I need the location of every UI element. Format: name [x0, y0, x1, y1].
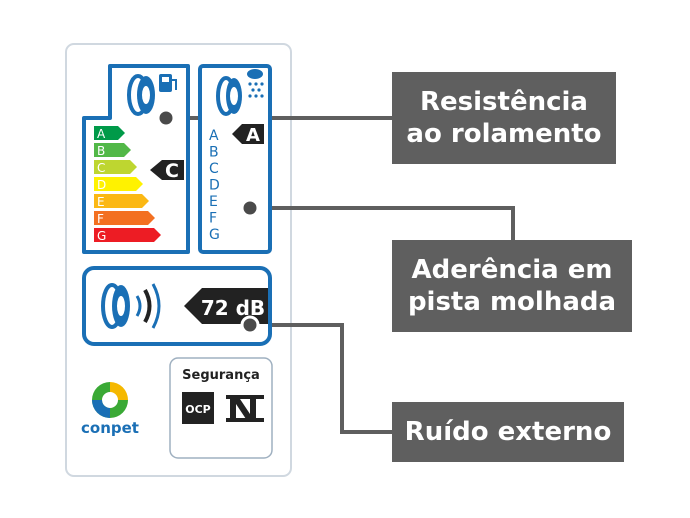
ocp-text: OCP: [185, 403, 211, 416]
callout-noise: Ruído externo: [392, 402, 624, 462]
inmetro-icon: [226, 392, 264, 424]
callout-rolling-resistance: Resistência ao rolamento: [392, 72, 616, 164]
energy-bar-label: F: [97, 212, 104, 226]
energy-bar-label: E: [97, 195, 105, 209]
energy-bar-label: D: [97, 178, 106, 192]
callout-wet-grip: Aderência em pista molhada: [392, 240, 632, 332]
callout-wet-line1: Aderência em: [411, 255, 613, 285]
energy-bar-label: G: [97, 229, 106, 243]
callout-noise-text: Ruído externo: [404, 417, 612, 447]
energy-bar-a: [94, 126, 125, 140]
conpet-logo-icon: [92, 382, 128, 418]
safety-title: Segurança: [182, 368, 260, 383]
wet-rating-indicator: A: [232, 124, 264, 146]
energy-bar-d: [94, 177, 143, 191]
safety-box: Segurança OCP: [169, 357, 273, 459]
tire-fuel-icon: [127, 74, 177, 116]
callout-rolling-line1: Resistência: [420, 87, 588, 117]
ocp-badge: [182, 392, 214, 424]
energy-bar-f: [94, 211, 155, 225]
tire-noise-icon: [101, 283, 161, 329]
energy-bar-label: A: [97, 127, 106, 141]
connector-dots: [156, 108, 260, 335]
conpet-wordmark: conpet: [81, 419, 139, 437]
wet-grip-letter: D: [209, 178, 220, 194]
callout-wet-line2: pista molhada: [407, 287, 617, 317]
energy-bar-e: [94, 194, 149, 208]
noise-panel: 72 dB: [82, 266, 272, 346]
noise-value: 72 dB: [201, 296, 265, 320]
noise-value-arrow: [184, 288, 268, 324]
energy-bar-g: [94, 228, 161, 242]
callout-rolling-line2: ao rolamento: [406, 119, 602, 149]
wet-rating-letter: A: [246, 125, 260, 146]
wet-grip-letter: C: [209, 161, 219, 177]
energy-bar-label: B: [97, 144, 105, 158]
energy-bar-b: [94, 143, 131, 157]
energy-rating-indicator: C: [150, 160, 184, 182]
wet-grip-letter: A: [209, 128, 219, 144]
energy-rating-letter: C: [165, 160, 179, 182]
energy-bar-label: C: [97, 161, 105, 175]
wet-grip-letter: G: [209, 227, 220, 243]
tire-rain-icon: [216, 69, 264, 116]
wet-grip-letter: B: [209, 145, 219, 161]
wet-grip-letter: E: [209, 194, 218, 210]
energy-bar-c: [94, 160, 137, 174]
wet-grip-letter: F: [209, 211, 217, 227]
